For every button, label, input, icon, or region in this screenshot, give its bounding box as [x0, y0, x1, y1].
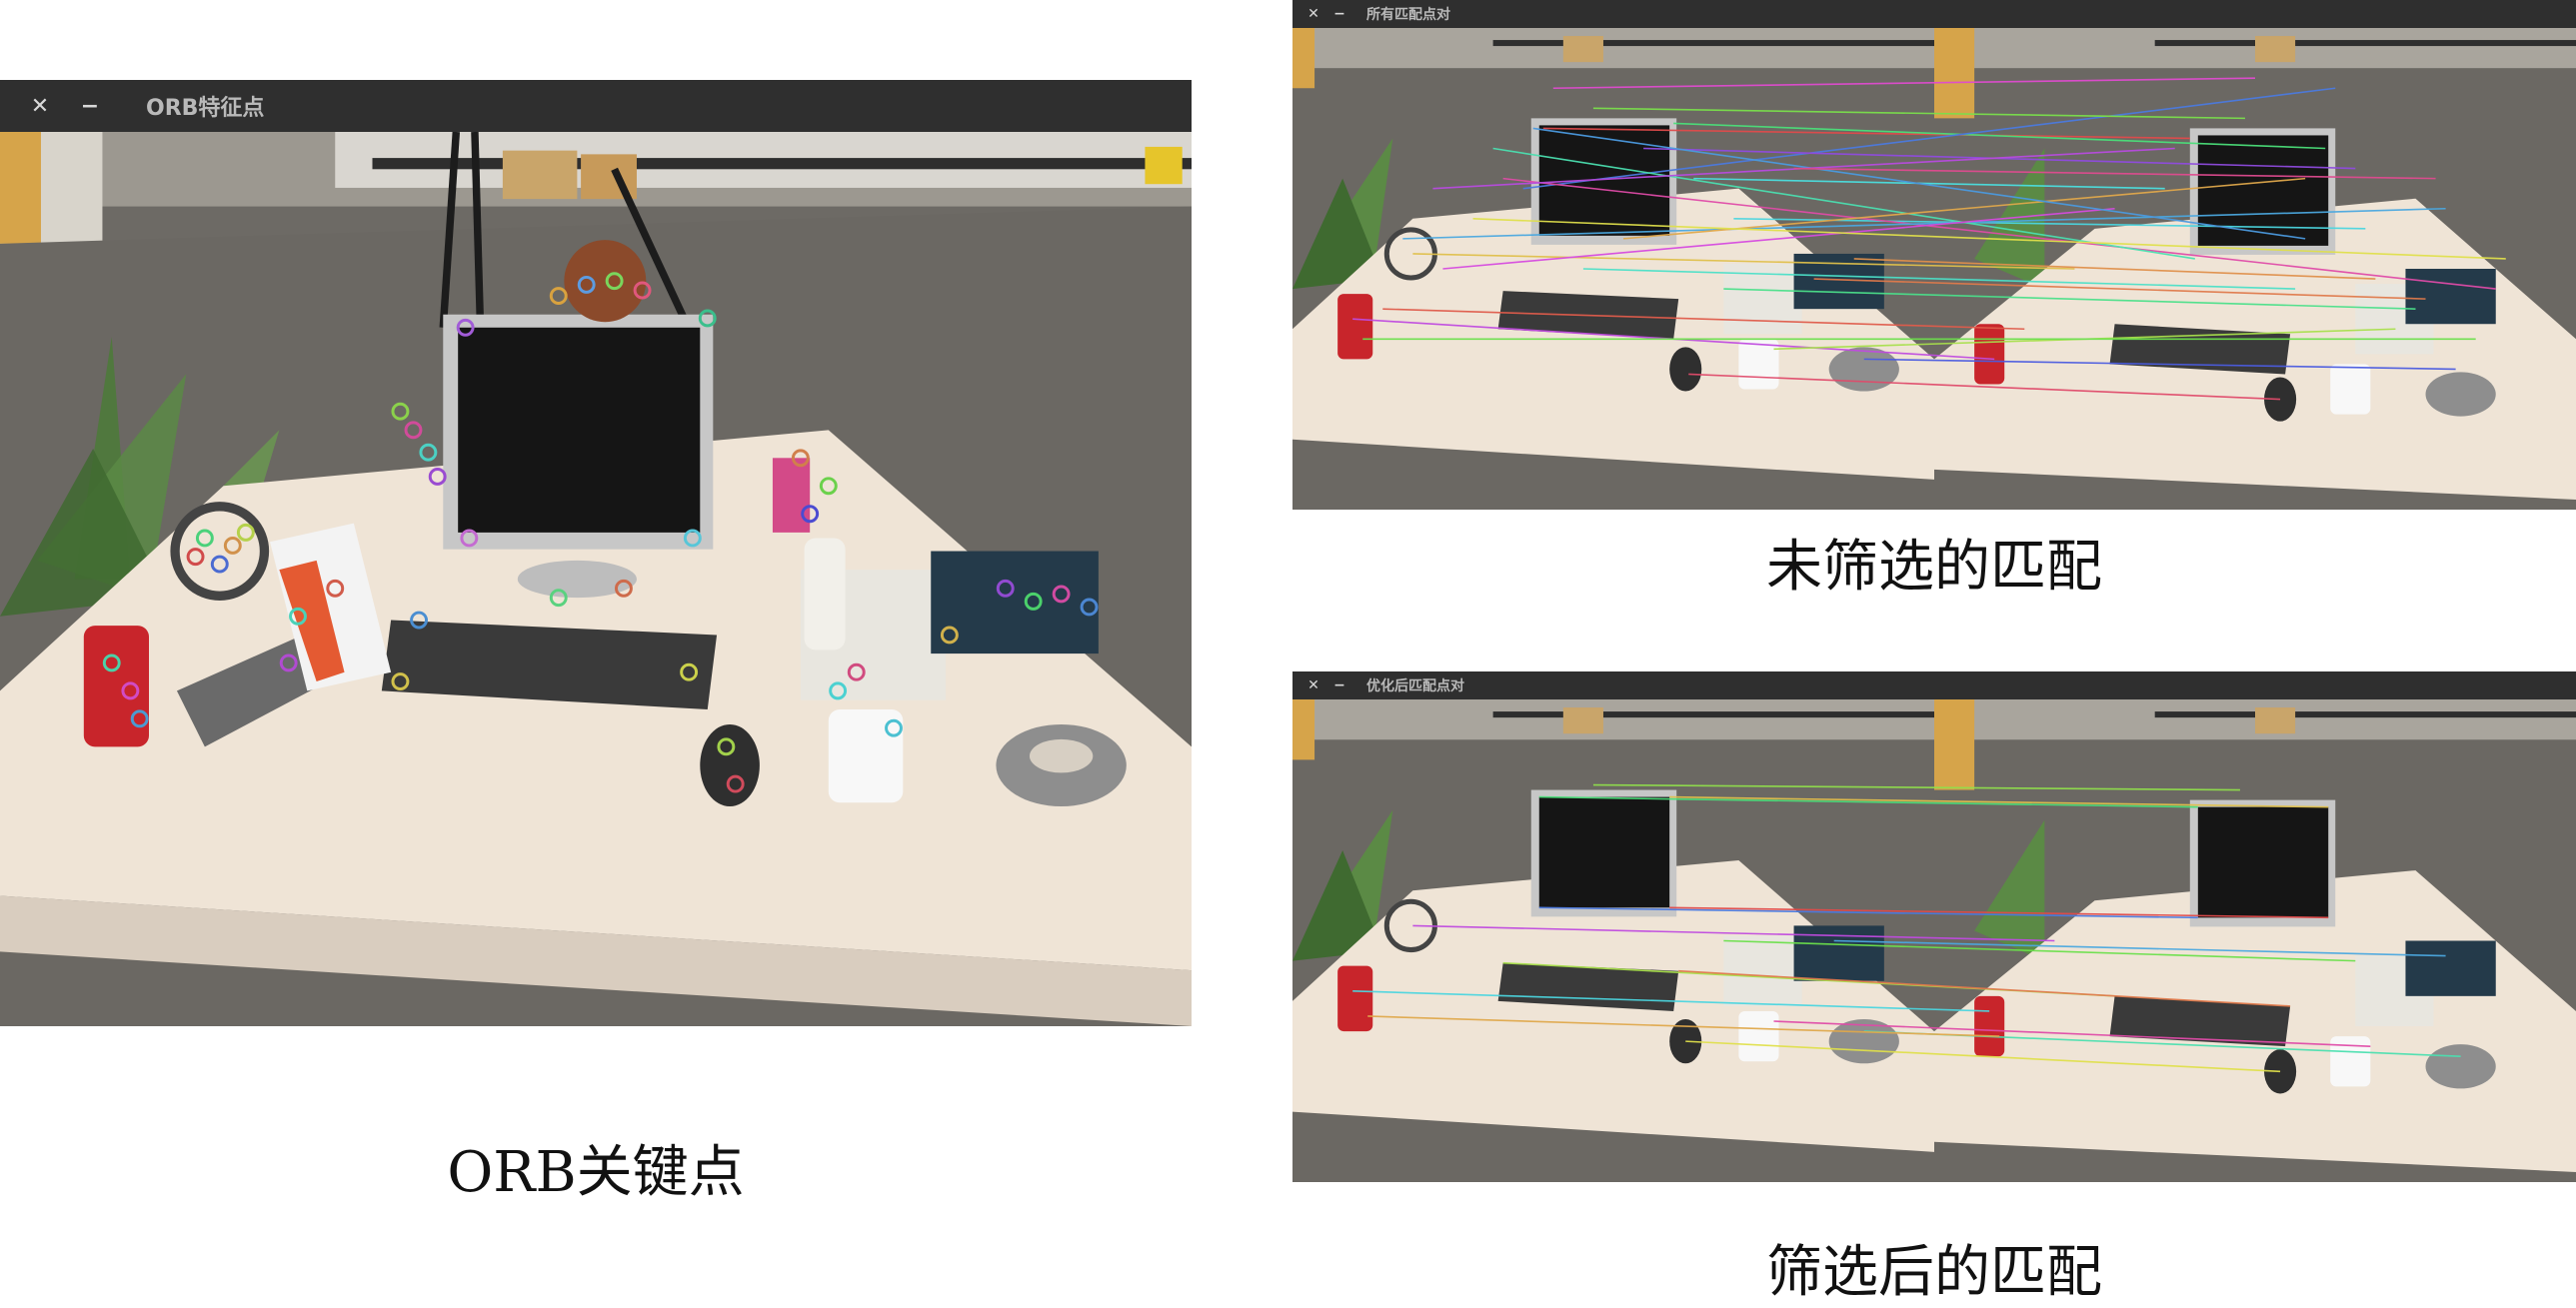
match-lines-filtered [1352, 783, 2461, 1073]
optimized-matches-window: ✕ − 优化后匹配点对 [1292, 671, 2576, 1182]
match-image-right [1934, 28, 2576, 510]
optimized-matches-image [1292, 699, 2576, 1182]
minimize-icon[interactable]: − [1333, 6, 1345, 22]
close-icon[interactable]: ✕ [1307, 677, 1319, 693]
caption-filtered-matches: 筛选后的匹配 [1766, 1240, 2102, 1305]
window-title: 优化后匹配点对 [1366, 678, 1464, 694]
window-title: 所有匹配点对 [1366, 7, 1450, 23]
orb-keypoints-window: ✕ − ORB特征点 [0, 80, 1192, 1026]
all-matches-image-view [1292, 28, 2576, 510]
caption-orb-keypoints: ORB关键点 [447, 1140, 745, 1205]
optimized-matches-image-view [1292, 699, 2576, 1182]
minimize-icon[interactable]: − [80, 93, 100, 119]
window-title: ORB特征点 [146, 96, 265, 121]
minimize-icon[interactable]: − [1333, 677, 1345, 693]
match-image-left [1292, 699, 1934, 1182]
all-matches-image [1292, 28, 2576, 510]
caption-unfiltered-matches: 未筛选的匹配 [1766, 535, 2102, 600]
match-lines-unfiltered [1352, 77, 2506, 401]
keypoints-image-view [0, 132, 1192, 1026]
window-titlebar[interactable]: ✕ − 优化后匹配点对 [1292, 671, 2576, 699]
window-titlebar[interactable]: ✕ − ORB特征点 [0, 80, 1192, 132]
close-icon[interactable]: ✕ [1307, 6, 1319, 22]
match-image-left [1292, 28, 1934, 510]
all-matches-window: ✕ − 所有匹配点对 [1292, 0, 2576, 510]
close-icon[interactable]: ✕ [30, 93, 50, 119]
window-titlebar[interactable]: ✕ − 所有匹配点对 [1292, 0, 2576, 28]
match-image-right [1934, 699, 2576, 1182]
desk-scene-image [0, 132, 1192, 1026]
